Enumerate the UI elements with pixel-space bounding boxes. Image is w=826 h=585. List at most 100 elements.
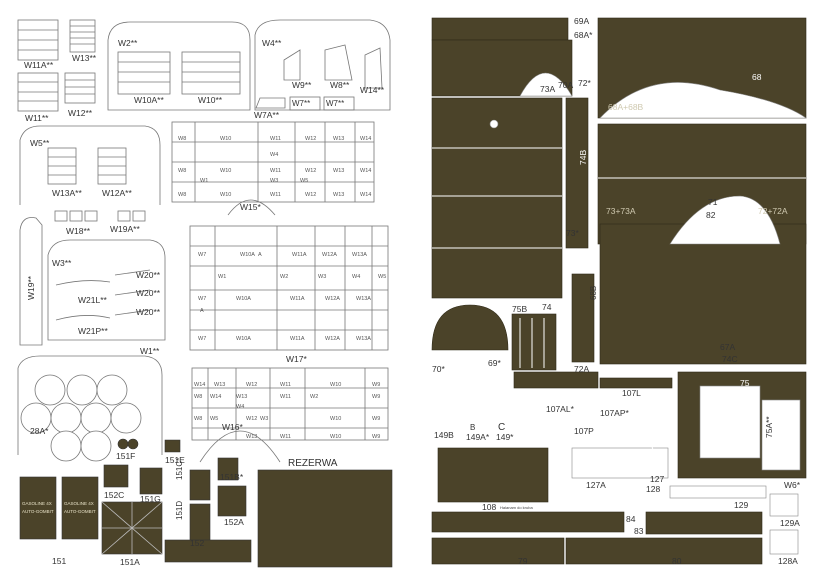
label-p128a: 128A: [778, 556, 798, 566]
label-w8: W8**: [330, 80, 350, 90]
grid-label: W8: [194, 416, 202, 422]
label-p74b: 74B: [578, 150, 588, 165]
label-w15: W15*: [240, 202, 261, 212]
label-p68: 68: [752, 72, 762, 82]
label-p107al: 107AL*: [546, 404, 575, 414]
label-p107p: 107P: [574, 426, 594, 436]
grid-label: W12: [305, 136, 316, 142]
part-28a-lenses: [20, 374, 142, 462]
grid-label: W13A: [352, 252, 367, 258]
label-w12a: W12A**: [102, 188, 132, 198]
label-w13a: W13A**: [52, 188, 82, 198]
jerrycan-text-1: GASOLINE 4X: [22, 501, 52, 506]
part-151c: [189, 469, 211, 501]
label-w14: W14**: [360, 85, 385, 95]
grid-label: W3: [318, 274, 326, 280]
part-108: [437, 447, 549, 503]
label-w7a2: W7**: [292, 99, 310, 108]
grid-label: W12: [305, 192, 316, 198]
jerrycan-text-2: AUTO-GOMBIT: [22, 509, 54, 514]
part-w4: [254, 19, 391, 111]
part-151f-b: [127, 438, 139, 450]
label-p151e: 151E: [165, 455, 185, 465]
part-w7a: [255, 96, 355, 111]
part-w3: [47, 239, 166, 341]
grid-label: W10: [330, 416, 341, 422]
grid-label: W1: [218, 274, 226, 280]
label-w18: W18**: [66, 226, 91, 236]
jerrycan-text-1: GASOLINE 4X: [64, 501, 94, 506]
label-p68b: 68B: [589, 286, 598, 300]
grid-label: W12: [246, 416, 257, 422]
grid-label: W11: [280, 382, 291, 388]
label-p151: 151: [52, 556, 66, 566]
part-70: [431, 304, 509, 351]
part-79: [431, 537, 565, 565]
label-p69a: 69A: [574, 16, 589, 26]
small-note: Halanam do kruba: [500, 505, 533, 510]
left-sheet: [17, 19, 391, 463]
label-p70a: 70A: [558, 80, 573, 90]
label-w7a: W7A**: [254, 110, 280, 120]
grid-label: W7: [198, 296, 206, 302]
label-p151a: 151A: [120, 557, 140, 567]
part-128a-strip: [769, 529, 799, 555]
grid-label: W2: [280, 274, 288, 280]
label-p75b: 75B: [512, 304, 527, 314]
label-w2: W2**: [118, 38, 138, 48]
label-w16: W16*: [222, 422, 243, 432]
label-p72-72a: 72+72A: [758, 206, 788, 216]
part-84: [431, 511, 625, 533]
label-p107l: 107L: [622, 388, 641, 398]
label-p79: 79: [518, 556, 528, 566]
grid-label: W13: [214, 382, 225, 388]
grid-label: W10: [330, 382, 341, 388]
label-p74c: 74C: [722, 354, 738, 364]
left-can-crosses: [101, 501, 163, 555]
label-pw6: W6*: [784, 480, 801, 490]
part-72a: [513, 371, 599, 389]
label-p151f: 151F: [116, 451, 135, 461]
cutout-71: [669, 195, 781, 245]
grid-label: W1: [200, 178, 208, 184]
grid-label: W5: [210, 416, 218, 422]
part-151b: [217, 457, 239, 481]
part-w12: [64, 72, 96, 104]
grid-label: W10A: [240, 252, 255, 258]
label-w4: W4**: [262, 38, 282, 48]
label-p149a: 149A*: [466, 432, 490, 442]
grid-label: W10: [220, 192, 231, 198]
cutout-75-inner: [699, 385, 761, 459]
label-w3: W3**: [52, 258, 72, 268]
grid-label: W11A: [290, 296, 305, 302]
label-p84: 84: [626, 514, 636, 524]
part-151g: [139, 467, 163, 495]
part-w19: [19, 217, 43, 346]
label-p82: 82: [706, 210, 716, 220]
grid-label: W12: [246, 382, 257, 388]
label-p151c: 151C*: [175, 458, 184, 480]
part-w11a: [17, 19, 59, 61]
part-151-can-a: [19, 476, 57, 540]
grid-label: W4: [270, 152, 278, 158]
part-107l: [599, 377, 673, 389]
label-p108: 108: [482, 502, 496, 512]
part-75a-panel: [761, 399, 801, 471]
label-p129: 129: [734, 500, 748, 510]
part-152: [164, 539, 252, 563]
grid-label: W9: [372, 416, 380, 422]
label-p81: 81: [760, 109, 770, 119]
label-p80: 80: [672, 556, 682, 566]
label-w17: W17*: [286, 354, 307, 364]
grid-label: W13: [333, 136, 344, 142]
part-w11: [17, 72, 59, 112]
grid-label: W12A: [325, 336, 340, 342]
part-w18: [54, 210, 146, 222]
b-mark: B: [470, 423, 475, 432]
part-w17-grid: [189, 225, 389, 351]
label-p72: 72*: [578, 78, 591, 88]
grid-label: W13: [246, 434, 257, 440]
grid-label: W12: [305, 168, 316, 174]
part-69a: [431, 17, 569, 41]
